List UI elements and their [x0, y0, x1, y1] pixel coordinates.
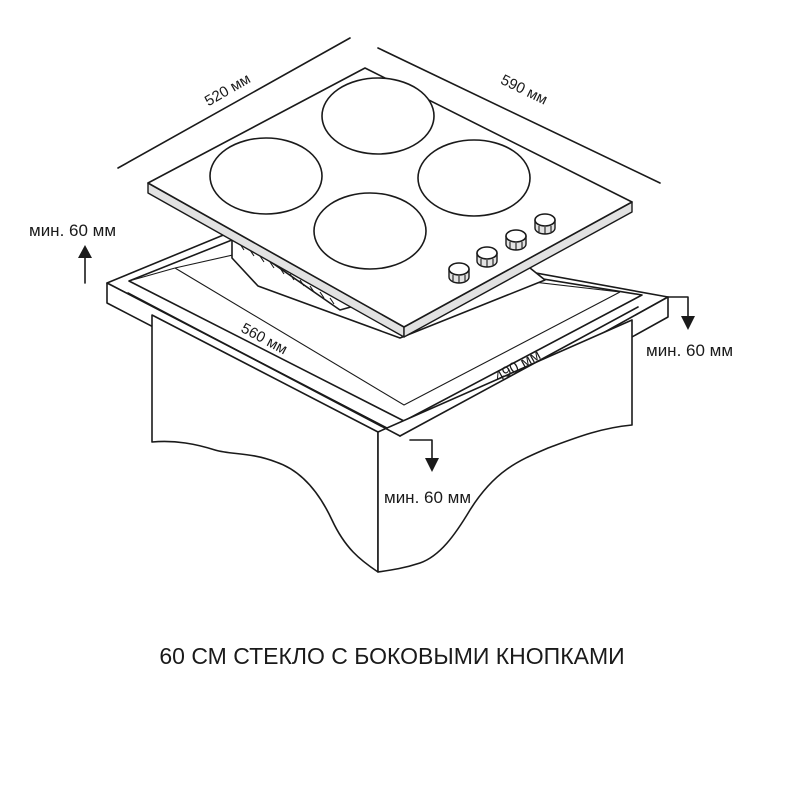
- hob: [147, 67, 633, 339]
- burner-left: [209, 137, 323, 215]
- cabinet-right-wall: [377, 319, 633, 573]
- control-knob-1: [448, 262, 470, 284]
- burner-front: [313, 192, 427, 270]
- control-knob-3: [505, 229, 527, 251]
- right-clearance-label: мин. 60 мм: [646, 341, 733, 360]
- burner-right: [417, 139, 531, 217]
- hob-depth-label: 520 мм: [202, 70, 254, 110]
- back-clearance-arrow: [78, 245, 92, 284]
- hob-underside-ribs: [239, 243, 335, 305]
- cabinet-left-wall: [151, 314, 379, 573]
- front-clearance-label: мин. 60 мм: [384, 488, 471, 507]
- burner-back: [321, 77, 435, 155]
- back-clearance-label: мин. 60 мм: [29, 221, 116, 240]
- hob-dimension-lines: [117, 37, 661, 184]
- diagram-caption: 60 СМ СТЕКЛО С БОКОВЫМИ КНОПКАМИ: [159, 643, 624, 669]
- hob-width-label: 590 мм: [498, 71, 550, 108]
- cutout-dimension-lines: [127, 292, 639, 437]
- control-knob-4: [534, 213, 556, 235]
- front-clearance-arrow: [409, 439, 439, 472]
- control-knob-2: [476, 246, 498, 268]
- right-clearance-arrow: [667, 296, 695, 330]
